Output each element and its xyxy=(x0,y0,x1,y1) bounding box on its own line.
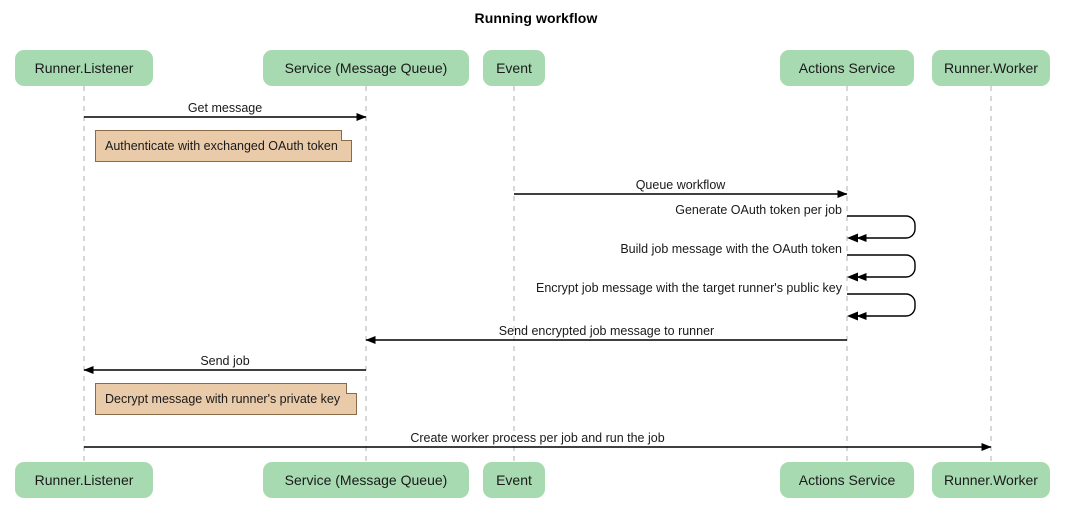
message-label-queue-workflow: Queue workflow xyxy=(635,178,726,192)
participant-runner-listener-top[interactable]: Runner.Listener xyxy=(15,50,153,86)
page-title: Running workflow xyxy=(474,10,598,26)
participant-actions-service-top[interactable]: Actions Service xyxy=(780,50,914,86)
note-decrypt: Decrypt message with runner's private ke… xyxy=(95,383,357,415)
message-label-build-job-message: Build job message with the OAuth token xyxy=(620,242,842,256)
arrowhead-build-job-message xyxy=(847,272,858,282)
note-label: Decrypt message with runner's private ke… xyxy=(105,392,341,406)
note-fold-corner-icon xyxy=(341,130,352,141)
participant-label: Event xyxy=(496,60,532,76)
message-label-encrypt-job: Encrypt job message with the target runn… xyxy=(535,281,842,295)
arrowhead-encrypt-job xyxy=(847,311,858,321)
note-fold-corner-icon xyxy=(346,383,357,394)
participant-service-queue-bottom[interactable]: Service (Message Queue) xyxy=(263,462,469,498)
message-label-create-worker: Create worker process per job and run th… xyxy=(410,431,665,445)
note-label: Authenticate with exchanged OAuth token xyxy=(105,139,338,153)
message-label-generate-token: Generate OAuth token per job xyxy=(675,203,842,217)
participant-actions-service-bottom[interactable]: Actions Service xyxy=(780,462,914,498)
participant-service-queue-top[interactable]: Service (Message Queue) xyxy=(263,50,469,86)
participant-event-bottom[interactable]: Event xyxy=(483,462,545,498)
participant-label: Service (Message Queue) xyxy=(284,60,448,76)
message-label-send-encrypted: Send encrypted job message to runner xyxy=(498,324,715,338)
note-authenticate: Authenticate with exchanged OAuth token xyxy=(95,130,352,162)
message-label-send-job: Send job xyxy=(200,354,250,368)
participant-event-top[interactable]: Event xyxy=(483,50,545,86)
participant-label: Runner.Worker xyxy=(944,472,1038,488)
participant-label: Runner.Listener xyxy=(34,472,134,488)
participant-runner-worker-bottom[interactable]: Runner.Worker xyxy=(932,462,1050,498)
participant-runner-listener-bottom[interactable]: Runner.Listener xyxy=(15,462,153,498)
arrowhead-generate-token xyxy=(847,233,858,243)
message-label-get-message: Get message xyxy=(187,101,263,115)
self-message-generate-token xyxy=(847,215,916,242)
participant-label: Service (Message Queue) xyxy=(284,472,448,488)
messages-group xyxy=(83,113,992,451)
participant-label: Actions Service xyxy=(798,472,896,488)
self-message-build-job-message xyxy=(847,254,916,281)
participant-label: Runner.Listener xyxy=(34,60,134,76)
self-message-encrypt-job xyxy=(847,293,916,320)
participant-label: Event xyxy=(496,472,532,488)
participant-runner-worker-top[interactable]: Runner.Worker xyxy=(932,50,1050,86)
lifelines-group xyxy=(83,86,992,462)
participant-label: Runner.Worker xyxy=(944,60,1038,76)
participant-label: Actions Service xyxy=(798,60,896,76)
